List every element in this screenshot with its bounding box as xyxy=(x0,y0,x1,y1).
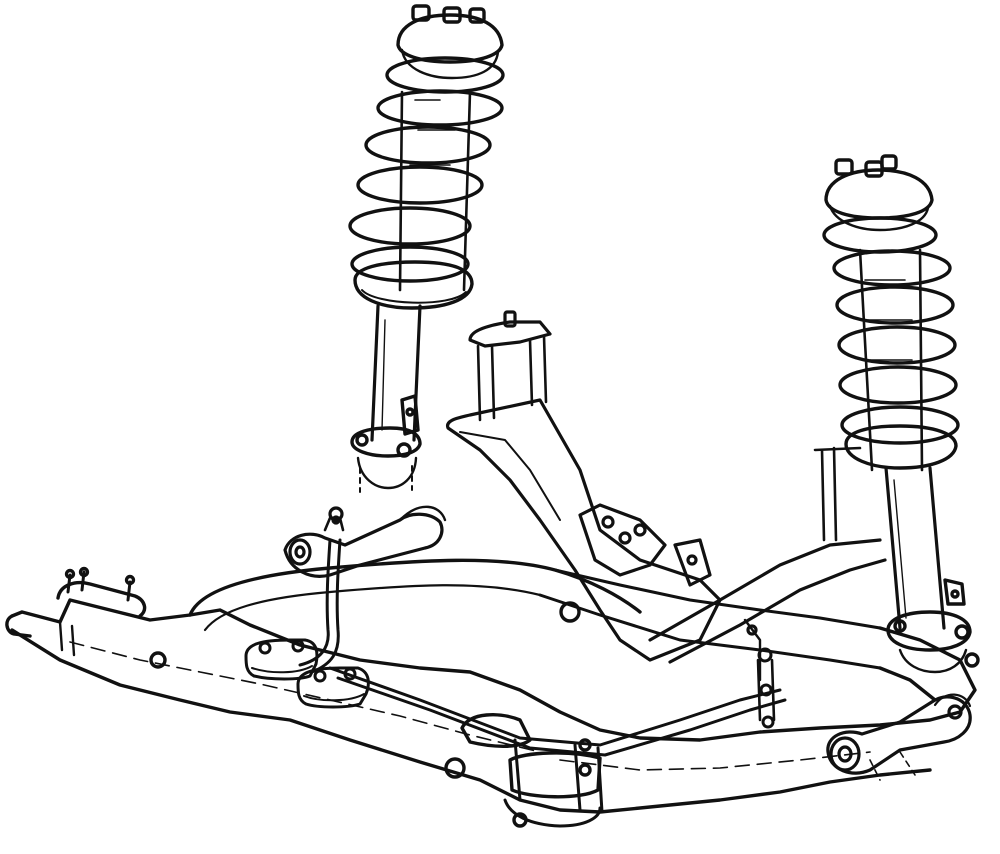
anti-roll-bar xyxy=(298,538,787,757)
left-strut-coil-spring xyxy=(348,4,505,493)
right-strut-coil-spring xyxy=(822,154,980,674)
anti-roll-bar-links xyxy=(244,638,370,709)
left-lower-control-arm xyxy=(283,505,447,578)
subframe-crossmember xyxy=(5,558,977,828)
right-lower-control-arm xyxy=(826,693,972,781)
center-support-bracket xyxy=(446,310,887,682)
